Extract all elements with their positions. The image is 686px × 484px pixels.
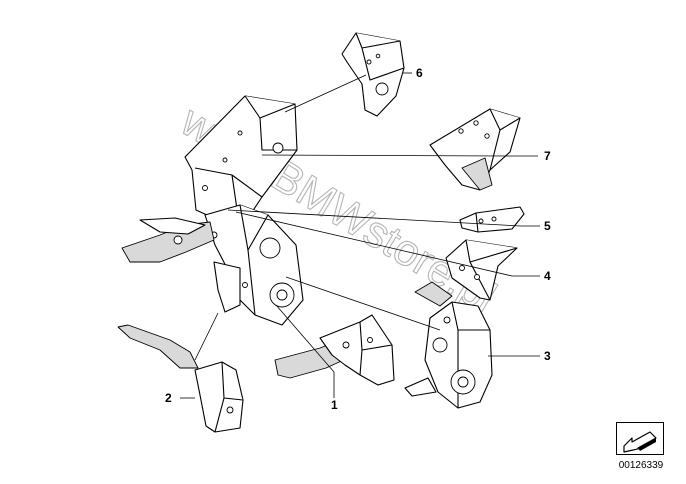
callout-3: 3 <box>544 349 551 363</box>
part-1 <box>274 314 395 386</box>
part-4 <box>445 239 518 301</box>
callout-2: 2 <box>165 391 172 405</box>
callout-6: 6 <box>416 66 423 80</box>
callout-1: 1 <box>331 398 338 412</box>
callout-7: 7 <box>544 149 551 163</box>
arrow-badge-icon <box>616 422 664 455</box>
main-assembly <box>121 95 304 326</box>
part-2 <box>117 324 244 433</box>
callout-5: 5 <box>544 219 551 233</box>
callout-4: 4 <box>544 269 551 283</box>
part-6 <box>341 32 405 117</box>
callouts: 6 7 5 4 3 1 2 <box>165 66 551 412</box>
leader-lines <box>180 72 540 399</box>
document-number: 00126339 <box>618 460 664 471</box>
part-5 <box>459 206 525 233</box>
part-7 <box>429 108 521 191</box>
part-3 <box>404 281 493 409</box>
